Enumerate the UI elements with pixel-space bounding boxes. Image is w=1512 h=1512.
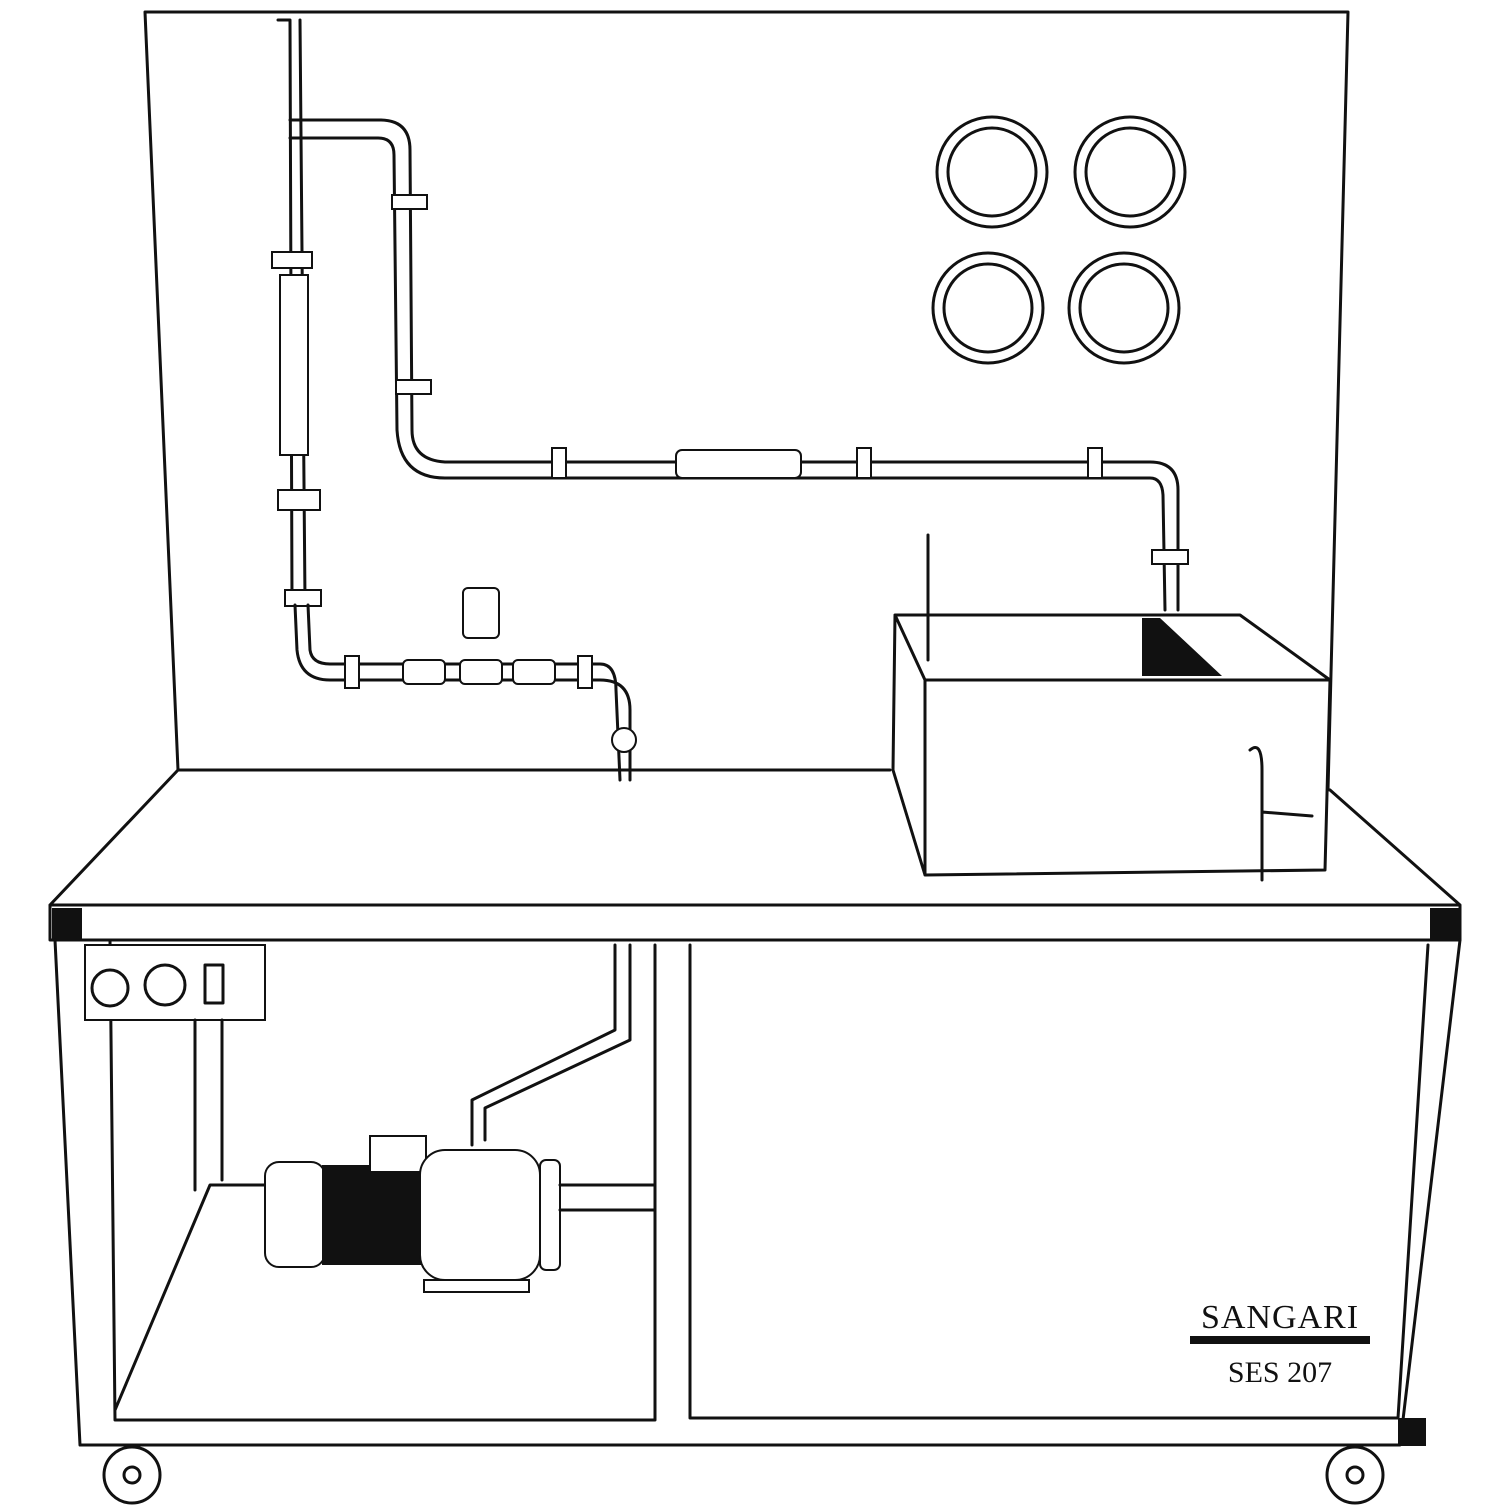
model-number: SES 207	[1227, 1356, 1333, 1389]
pipe-fitting	[459, 659, 503, 685]
pipe-flange	[344, 655, 360, 689]
table-top	[48, 768, 1462, 942]
cabinet-frame	[53, 938, 1462, 1447]
pipe-fitting	[512, 659, 556, 685]
pipe-fitting	[402, 659, 446, 685]
control-panel-icon	[84, 944, 266, 1192]
brand-logo: SANGARI	[1190, 1300, 1370, 1344]
upper-pipe	[288, 118, 1180, 612]
pipe-flange	[856, 447, 872, 479]
water-tank-icon	[891, 533, 1332, 882]
pipe-flange	[391, 194, 428, 210]
flow-meter	[675, 449, 802, 479]
vertical-pipe	[271, 18, 322, 607]
pump-motor-icon	[264, 943, 657, 1293]
pipe-flange	[551, 447, 567, 479]
caster-wheel-icon	[102, 1445, 1385, 1505]
pipe-flange	[395, 379, 432, 395]
pipe-flange	[577, 655, 593, 689]
pressure-sensor	[462, 587, 500, 639]
valve-icon	[611, 727, 637, 753]
pipe-flange	[1087, 447, 1103, 479]
pressure-gauge-icon	[931, 115, 1187, 365]
pipe-flange	[1151, 549, 1189, 565]
